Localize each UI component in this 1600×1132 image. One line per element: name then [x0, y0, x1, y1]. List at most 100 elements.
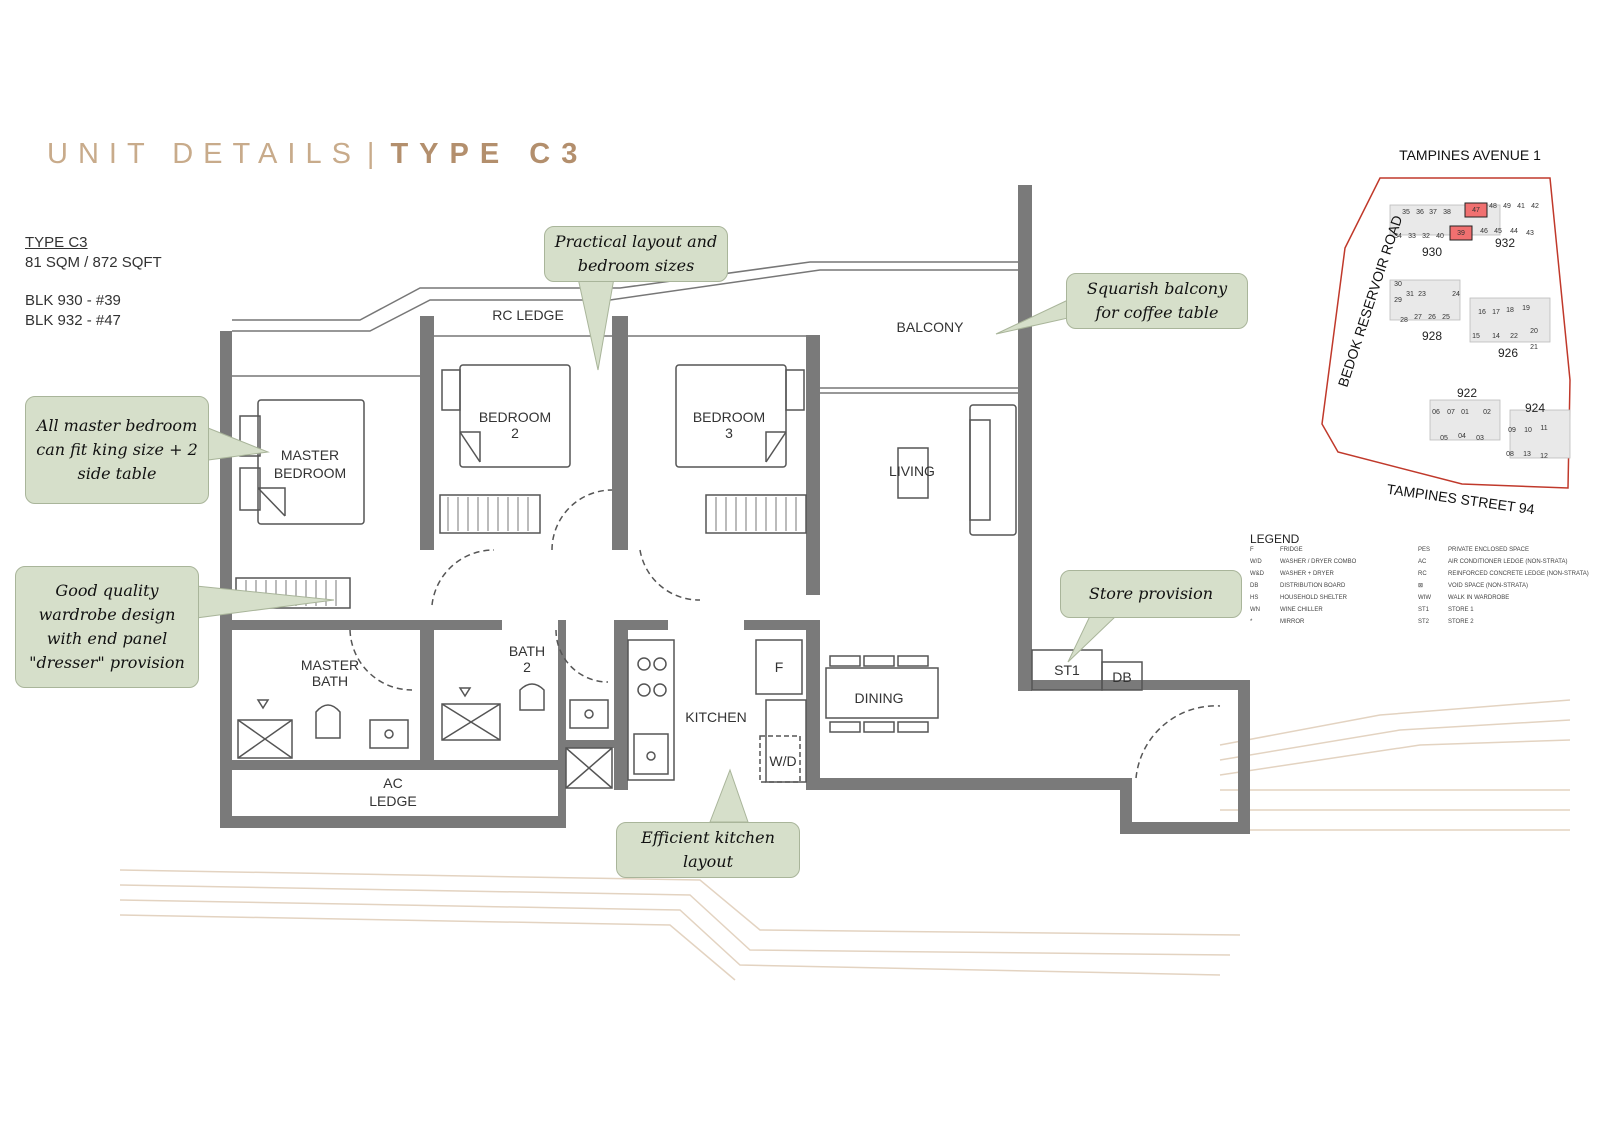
label-bedroom3-1: BEDROOM [693, 409, 765, 425]
svg-text:33: 33 [1408, 233, 1416, 240]
svg-text:49: 49 [1503, 203, 1511, 210]
svg-text:02: 02 [1483, 409, 1491, 416]
svg-text:25: 25 [1442, 314, 1450, 321]
svg-text:10: 10 [1524, 427, 1532, 434]
svg-text:WASHER / DRYER COMBO: WASHER / DRYER COMBO [1280, 559, 1357, 565]
callout-pointers [195, 277, 1118, 823]
site-boundary [1321, 177, 1571, 489]
svg-text:30: 30 [1394, 281, 1402, 288]
legend: F FRIDGE W/D WASHER / DRYER COMBO W&D WA… [1250, 547, 1589, 625]
svg-text:RC: RC [1418, 571, 1427, 577]
label-ac-ledge-2: LEDGE [369, 793, 416, 809]
svg-text:40: 40 [1436, 233, 1444, 240]
svg-text:REINFORCED CONCRETE LEDGE (NON: REINFORCED CONCRETE LEDGE (NON-STRATA) [1448, 571, 1589, 577]
label-bedroom2-2: 2 [511, 425, 519, 441]
svg-text:HOUSEHOLD SHELTER: HOUSEHOLD SHELTER [1280, 595, 1348, 601]
svg-text:19: 19 [1522, 305, 1530, 312]
dining-table [825, 655, 939, 733]
svg-text:44: 44 [1510, 228, 1518, 235]
svg-text:15: 15 [1472, 333, 1480, 340]
svg-text:09: 09 [1508, 427, 1516, 434]
svg-text:37: 37 [1429, 209, 1437, 216]
block-928: 928 [1422, 329, 1442, 343]
svg-text:32: 32 [1422, 233, 1430, 240]
decorative-lines [119, 699, 1571, 981]
svg-text:FRIDGE: FRIDGE [1280, 547, 1303, 553]
callout-layout: Practical layout and bedroom sizes [544, 226, 728, 282]
label-bath2-2: 2 [523, 659, 531, 675]
label-rc-ledge: RC LEDGE [492, 307, 564, 323]
unit-area: 81 SQM / 872 SQFT [25, 254, 162, 271]
svg-text:07: 07 [1447, 409, 1455, 416]
label-st1: ST1 [1054, 662, 1080, 678]
svg-text:27: 27 [1414, 314, 1422, 321]
svg-text:48: 48 [1489, 203, 1497, 210]
road-top: TAMPINES AVENUE 1 [1399, 147, 1541, 163]
svg-text:DB: DB [1250, 583, 1258, 589]
callout-master-bedroom: All master bedroom can fit king size + 2… [25, 396, 209, 504]
svg-text:43: 43 [1526, 230, 1534, 237]
label-bedroom2-1: BEDROOM [479, 409, 551, 425]
svg-text:F: F [1250, 547, 1254, 553]
kitchen-fixtures [627, 639, 807, 783]
title-unit-type: TYPE C3 [390, 138, 589, 170]
svg-text:45: 45 [1494, 228, 1502, 235]
svg-text:14: 14 [1492, 333, 1500, 340]
block-922: 922 [1457, 386, 1477, 400]
svg-text:04: 04 [1458, 433, 1466, 440]
legend-title: LEGEND [1250, 532, 1300, 546]
block-926: 926 [1498, 346, 1518, 360]
title-left: UNIT DETAILS [47, 138, 361, 170]
svg-text:16: 16 [1478, 309, 1486, 316]
label-kitchen: KITCHEN [685, 709, 746, 725]
svg-text:WINE CHILLER: WINE CHILLER [1280, 607, 1323, 613]
svg-text:05: 05 [1440, 435, 1448, 442]
unit-block-1: BLK 930 - #39 [25, 292, 121, 309]
svg-text:06: 06 [1432, 409, 1440, 416]
svg-text:*: * [1250, 619, 1253, 625]
svg-text:47: 47 [1472, 207, 1480, 214]
svg-text:13: 13 [1523, 451, 1531, 458]
block-932: 932 [1495, 236, 1515, 250]
page-title: UNIT DETAILS|TYPE C3 [47, 138, 588, 171]
svg-text:34: 34 [1394, 233, 1402, 240]
rc-ledge-outline [232, 269, 1018, 332]
svg-text:46: 46 [1480, 228, 1488, 235]
svg-text:41: 41 [1517, 203, 1525, 210]
svg-text:12: 12 [1540, 453, 1548, 460]
svg-text:WALK IN WARDROBE: WALK IN WARDROBE [1448, 595, 1509, 601]
svg-text:28: 28 [1400, 317, 1408, 324]
unit-numbers: 35 36 37 38 47 48 49 41 42 34 33 32 40 3… [1394, 203, 1548, 460]
svg-text:AC: AC [1418, 559, 1427, 565]
label-bedroom3-2: 3 [725, 425, 733, 441]
svg-text:HS: HS [1250, 595, 1258, 601]
svg-text:29: 29 [1394, 297, 1402, 304]
svg-text:08: 08 [1506, 451, 1514, 458]
store-boxes [1031, 649, 1143, 691]
callout-wardrobe: Good quality wardrobe design with end pa… [15, 566, 199, 688]
svg-text:39: 39 [1457, 230, 1465, 237]
label-washer-dryer: W/D [769, 753, 796, 769]
label-master-bath-1: MASTER [301, 657, 359, 673]
title-separator: | [366, 138, 385, 170]
svg-text:STORE 1: STORE 1 [1448, 607, 1474, 613]
svg-text:24: 24 [1452, 291, 1460, 298]
svg-text:11: 11 [1540, 425, 1547, 432]
svg-text:01: 01 [1461, 409, 1469, 416]
site-map [1321, 177, 1571, 489]
label-master-bath-2: BATH [312, 673, 348, 689]
svg-text:ST1: ST1 [1418, 607, 1430, 613]
label-db: DB [1112, 669, 1131, 685]
bedroom2-bed [439, 364, 571, 534]
svg-text:DISTRIBUTION BOARD: DISTRIBUTION BOARD [1280, 583, 1346, 589]
svg-text:38: 38 [1443, 209, 1451, 216]
svg-text:26: 26 [1428, 314, 1436, 321]
svg-text:21: 21 [1530, 344, 1538, 351]
block-924: 924 [1525, 401, 1545, 415]
door-swings [349, 489, 1221, 779]
label-ac-ledge-1: AC [383, 775, 402, 791]
label-master-bedroom-1: MASTER [281, 447, 339, 463]
svg-text:W&D: W&D [1250, 571, 1265, 577]
label-balcony: BALCONY [897, 319, 965, 335]
